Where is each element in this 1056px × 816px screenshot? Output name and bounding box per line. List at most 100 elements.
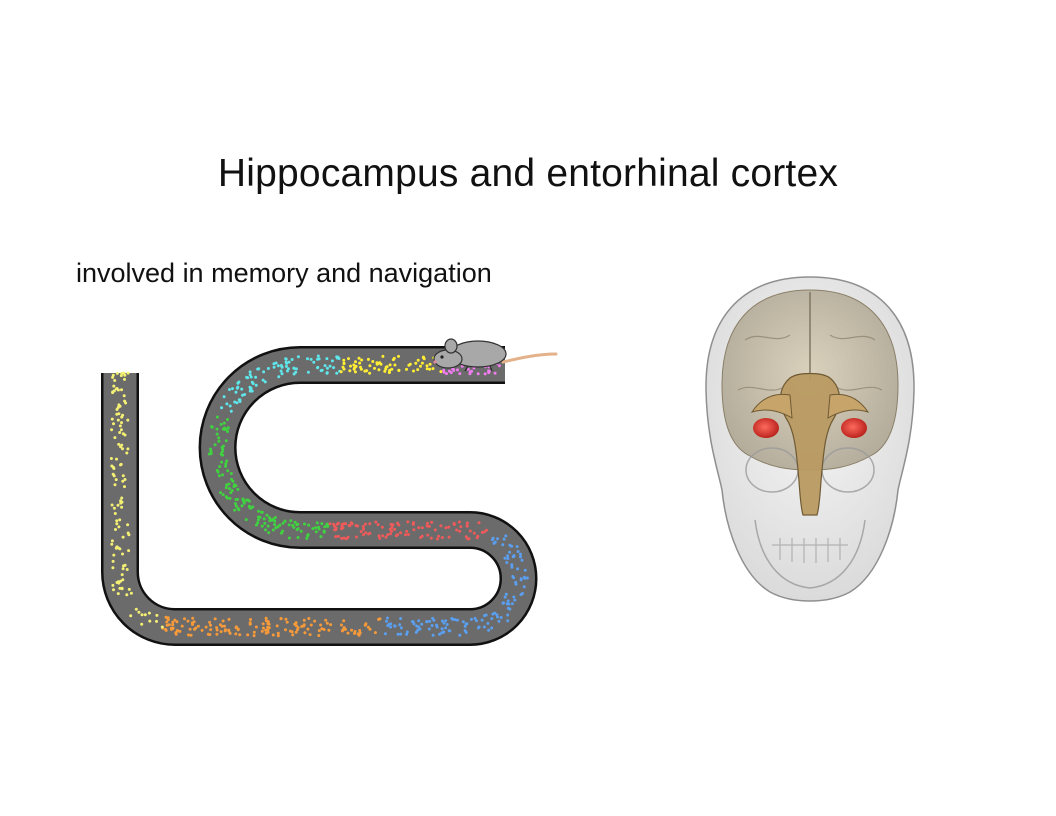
spike-dot xyxy=(271,528,275,532)
spike-dot xyxy=(353,630,357,633)
spike-dot xyxy=(283,519,287,523)
spike-dot xyxy=(112,553,116,557)
spike-dot xyxy=(429,536,433,540)
spike-dot xyxy=(272,365,276,369)
spike-dot xyxy=(236,381,240,385)
spike-dot xyxy=(113,379,117,382)
spike-dot xyxy=(314,526,317,530)
spike-dot xyxy=(260,510,264,514)
spike-dot xyxy=(117,442,121,446)
spike-dot xyxy=(309,623,313,627)
spike-dot xyxy=(364,531,368,535)
spike-dot xyxy=(233,400,237,404)
spike-dot xyxy=(279,617,283,621)
spike-dot xyxy=(383,632,387,636)
spike-dot xyxy=(276,634,280,638)
spike-dot xyxy=(110,417,114,421)
spike-dot xyxy=(389,625,393,629)
spike-dot xyxy=(248,370,252,374)
spike-dot xyxy=(111,375,115,379)
spike-dot xyxy=(215,628,219,632)
spike-dot xyxy=(274,526,278,530)
spike-dot xyxy=(191,623,194,626)
spike-dot xyxy=(417,526,421,530)
spike-dot xyxy=(284,628,287,632)
spike-dot xyxy=(228,404,232,408)
spike-dot xyxy=(486,621,490,625)
spike-dot xyxy=(213,617,217,621)
spike-dot xyxy=(221,473,224,477)
spike-dot xyxy=(456,368,459,372)
spike-dot xyxy=(343,627,347,631)
spike-dot xyxy=(221,493,225,497)
spike-dot xyxy=(389,622,393,626)
spike-dot xyxy=(311,527,315,531)
spike-dot xyxy=(390,529,394,533)
track-path xyxy=(103,348,535,644)
spike-dot xyxy=(341,365,345,369)
spike-dot xyxy=(230,489,234,492)
spike-dot xyxy=(121,474,125,478)
spike-dot xyxy=(425,364,429,368)
spike-dot xyxy=(110,464,114,468)
spike-dot xyxy=(427,627,431,631)
spike-dot xyxy=(257,515,260,519)
spike-dot xyxy=(284,617,288,621)
spike-dot xyxy=(475,619,478,623)
spike-dot xyxy=(367,532,371,536)
spike-dot xyxy=(291,523,295,527)
spike-dot xyxy=(167,623,171,627)
spike-dot xyxy=(430,624,434,627)
spike-dot xyxy=(284,357,288,361)
spike-dot xyxy=(266,367,270,370)
spike-dot xyxy=(234,504,238,508)
spike-dot xyxy=(254,383,258,387)
spike-dot xyxy=(237,508,241,512)
hippocampus-left xyxy=(753,418,779,438)
spike-dot xyxy=(114,546,118,550)
spike-dot xyxy=(428,367,432,371)
spike-dot xyxy=(115,457,118,461)
spike-dot xyxy=(228,487,231,491)
spike-dot xyxy=(273,523,277,526)
spike-dot xyxy=(467,537,471,541)
spike-dot xyxy=(140,613,144,617)
spike-dot xyxy=(417,619,421,623)
spike-dot xyxy=(273,516,277,519)
spike-dot xyxy=(411,522,415,526)
spike-dot xyxy=(123,478,127,481)
spike-dot xyxy=(525,576,529,580)
spike-dot xyxy=(307,523,311,527)
spike-dot xyxy=(361,525,365,528)
spike-dot xyxy=(447,535,451,539)
spike-dot xyxy=(358,629,362,632)
spike-dot xyxy=(404,533,407,537)
spike-dot xyxy=(306,357,309,361)
spike-dot xyxy=(143,613,147,617)
spike-dot xyxy=(299,529,303,533)
spike-dot xyxy=(325,366,329,370)
spike-dot xyxy=(506,606,510,610)
spike-dot xyxy=(468,529,472,533)
spike-dot xyxy=(279,369,283,373)
spike-dot xyxy=(328,522,332,526)
spike-dot xyxy=(268,516,271,520)
spike-dot xyxy=(381,534,385,538)
spike-dot xyxy=(377,534,381,538)
spike-dot xyxy=(279,531,283,535)
spike-dot xyxy=(236,497,239,501)
spike-dot xyxy=(364,369,368,373)
spike-dot xyxy=(334,526,338,530)
spike-dot xyxy=(522,585,526,589)
spike-dot xyxy=(425,521,429,525)
spike-dot xyxy=(215,632,219,636)
spike-dot xyxy=(445,372,448,376)
spike-dot xyxy=(244,518,248,522)
spike-dot xyxy=(390,367,394,371)
spike-dot xyxy=(420,622,424,626)
spike-dot xyxy=(444,619,448,623)
spike-dot xyxy=(252,634,256,638)
spike-dot xyxy=(359,367,363,371)
spike-dot xyxy=(294,370,298,374)
spike-dot xyxy=(502,601,505,605)
